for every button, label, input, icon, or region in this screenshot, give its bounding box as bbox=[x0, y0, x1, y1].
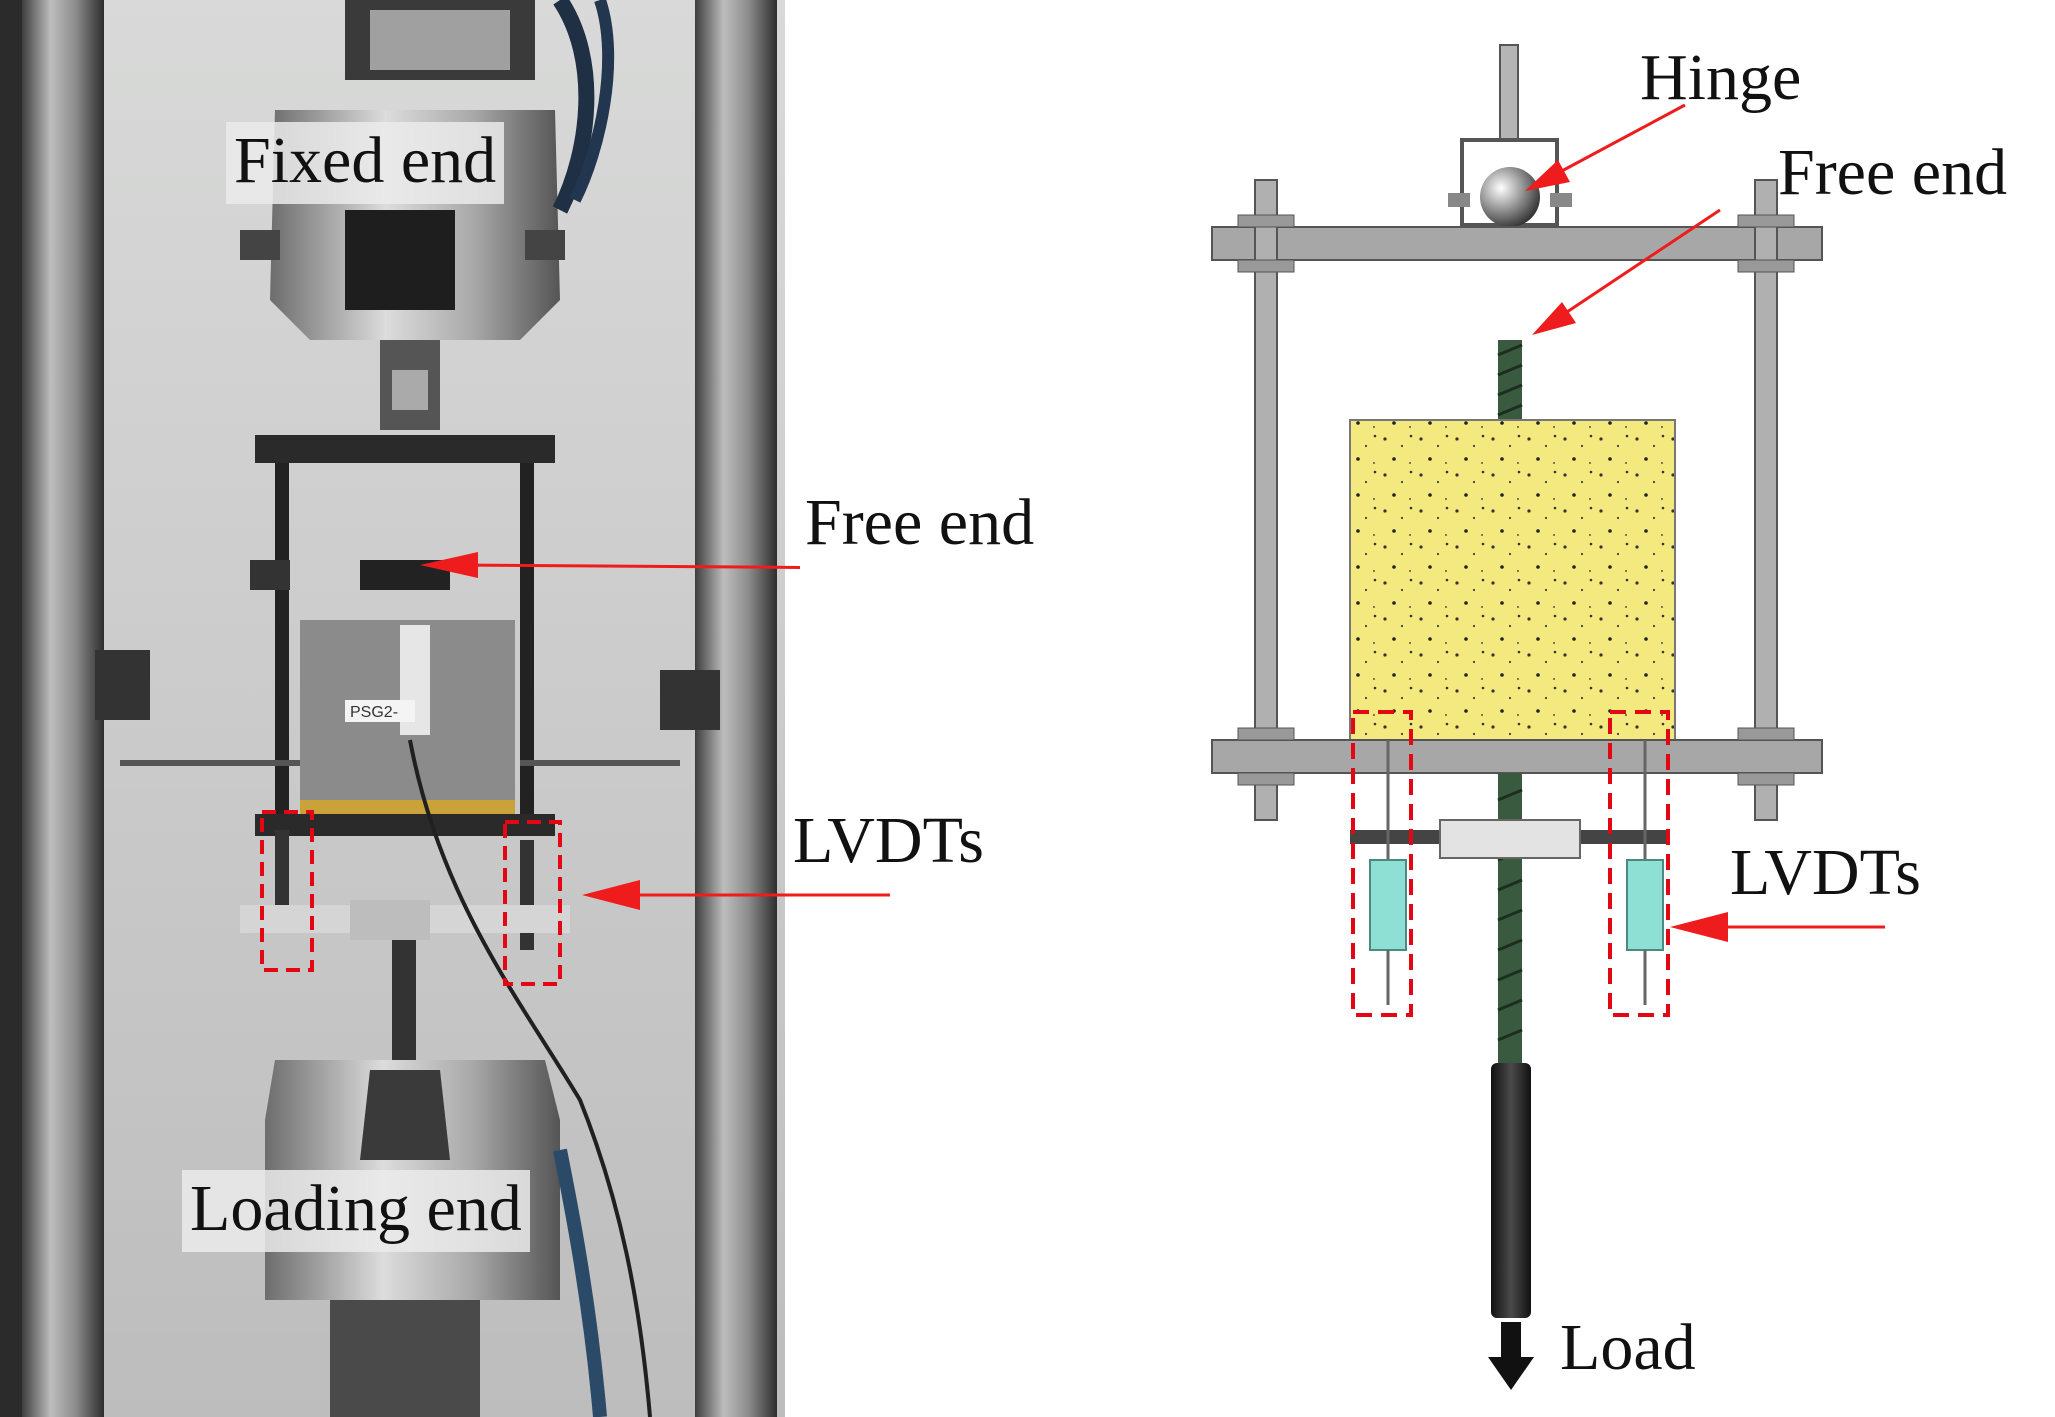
label-schematic-free-end: Free end bbox=[1778, 136, 2008, 209]
schematic-top-plate bbox=[1211, 226, 1823, 261]
hinge-ball bbox=[1480, 167, 1540, 227]
test-setup-photo: PSG2- Fixed end Loading end bbox=[0, 0, 800, 1417]
load-arrowhead bbox=[1488, 1357, 1534, 1390]
threaded-rod-right bbox=[1754, 179, 1778, 821]
hinge-rod bbox=[1499, 44, 1519, 141]
frame-bottom-plate bbox=[255, 814, 555, 836]
schematic-bottom-plate bbox=[1211, 739, 1823, 774]
photo-lvdt-box-left bbox=[260, 810, 314, 972]
schematic-illustration bbox=[1211, 44, 1885, 1390]
label-hinge: Hinge bbox=[1640, 41, 1802, 114]
photo-free-end-arrow bbox=[449, 563, 800, 569]
label-photo-free-end: Free end bbox=[805, 486, 1035, 559]
label-schematic-lvdts: LVDTs bbox=[1730, 836, 1921, 909]
label-photo-lvdts: LVDTs bbox=[793, 804, 984, 877]
schematic-free-end-arrow bbox=[1554, 208, 1721, 322]
test-setup-schematic: Hinge Free end LVDTs Load bbox=[1200, 0, 2055, 1417]
schematic-lvdt-box-left bbox=[1351, 710, 1413, 1017]
loading-rod bbox=[1491, 1063, 1531, 1318]
rebar-loaded-end bbox=[1497, 773, 1523, 1063]
concrete-specimen bbox=[1349, 419, 1676, 741]
label-load: Load bbox=[1560, 1311, 1696, 1384]
rebar-free-end bbox=[1497, 340, 1523, 420]
frame-top-plate bbox=[255, 435, 555, 463]
schematic-lvdt-box-right bbox=[1608, 710, 1670, 1017]
lvdt-right bbox=[1626, 740, 1664, 1005]
specimen-tag: PSG2- bbox=[350, 704, 398, 721]
photo-lvdt-box-right bbox=[503, 820, 562, 986]
label-loading-end: Loading end bbox=[182, 1170, 530, 1252]
hinge-arrow bbox=[1544, 103, 1686, 182]
threaded-rod-left bbox=[1254, 179, 1278, 821]
lvdt-left bbox=[1369, 740, 1407, 1005]
machine-column-left bbox=[22, 0, 104, 1417]
lvdt-clamp bbox=[1439, 819, 1581, 859]
label-fixed-end: Fixed end bbox=[226, 122, 505, 204]
